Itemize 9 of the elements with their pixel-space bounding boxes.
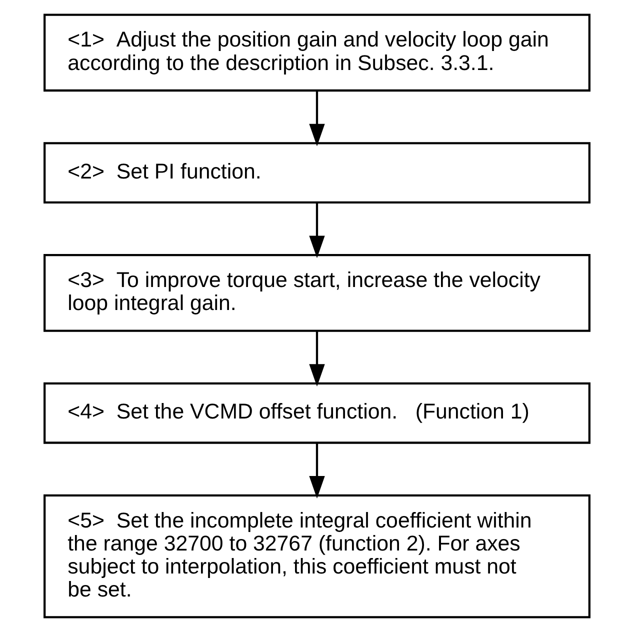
arrow	[308, 330, 324, 387]
node-box: <1> Adjust the position gain and velocity loop gain according to the description in Subsec. 3.3.1.	[43, 14, 590, 92]
node-box: <4> Set the VCMD offset function. (Function 1)	[43, 382, 590, 444]
arrow	[308, 90, 324, 146]
node-box: <2> Set PI function.	[43, 142, 590, 204]
node-box: <5> Set the incomplete integral coefficient within the range 32700 to 32767 (function 2). For axes subject to interpolation, this coefficient must not be set.	[43, 494, 590, 618]
arrow	[308, 443, 324, 498]
node-box: <3> To improve torque start, increase the velocity loop integral gain.	[43, 254, 590, 332]
arrow	[308, 202, 324, 258]
